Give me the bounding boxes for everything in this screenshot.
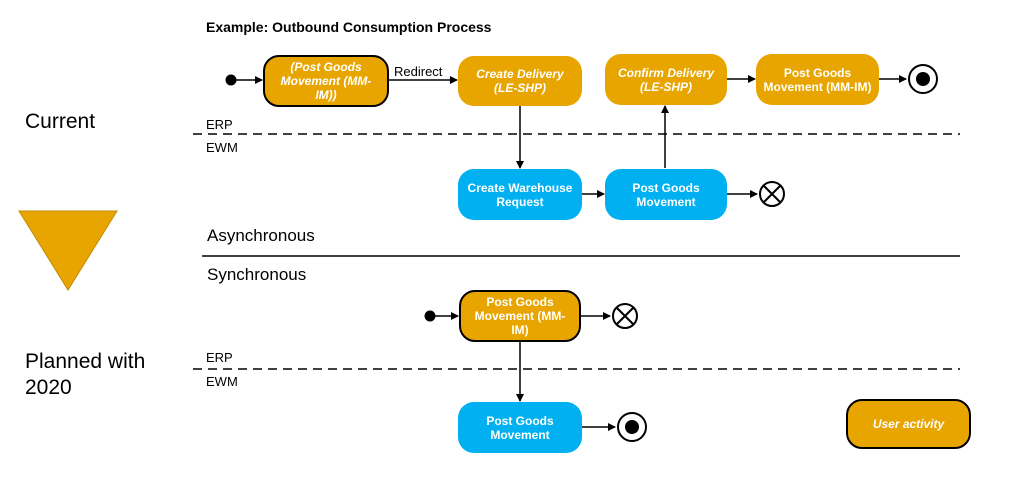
diagram-title: Example: Outbound Consumption Process: [206, 19, 492, 35]
start-node-planned: [424, 310, 436, 322]
ewm-label-current: EWM: [206, 140, 238, 155]
start-node-current: [225, 74, 237, 86]
end-node-planned: [617, 412, 647, 442]
erp-label-planned: ERP: [206, 350, 233, 365]
planned-label: Planned with 2020: [25, 350, 146, 399]
synchronous-label: Synchronous: [207, 265, 307, 284]
node-confirm-delivery: Confirm Delivery (LE-SHP): [605, 54, 727, 105]
current-label: Current: [25, 110, 96, 133]
node-create-delivery: Create Delivery (LE-SHP): [458, 56, 582, 106]
end-node-current: [908, 64, 938, 94]
flow-final-icon-planned: [612, 303, 638, 329]
node-post-goods-movement-mm-im-planned: Post Goods Movement (MM-IM): [459, 290, 581, 342]
redirect-label: Redirect: [394, 64, 443, 79]
node-post-goods-movement-ewm-current: Post Goods Movement: [605, 169, 727, 220]
node-post-goods-movement-mm-im-current: (Post Goods Movement (MM-IM)): [263, 55, 389, 107]
transition-triangle: [18, 210, 118, 297]
flow-final-icon-current: [759, 181, 785, 207]
node-create-warehouse-request: Create Warehouse Request: [458, 169, 582, 220]
node-post-goods-movement-mm-im-final: Post Goods Movement (MM-IM): [756, 54, 879, 105]
node-post-goods-movement-ewm-planned: Post Goods Movement: [458, 402, 582, 453]
legend-user-activity: User activity: [846, 399, 971, 449]
asynchronous-label: Asynchronous: [207, 226, 315, 245]
erp-label-current: ERP: [206, 117, 233, 132]
ewm-label-planned: EWM: [206, 374, 238, 389]
